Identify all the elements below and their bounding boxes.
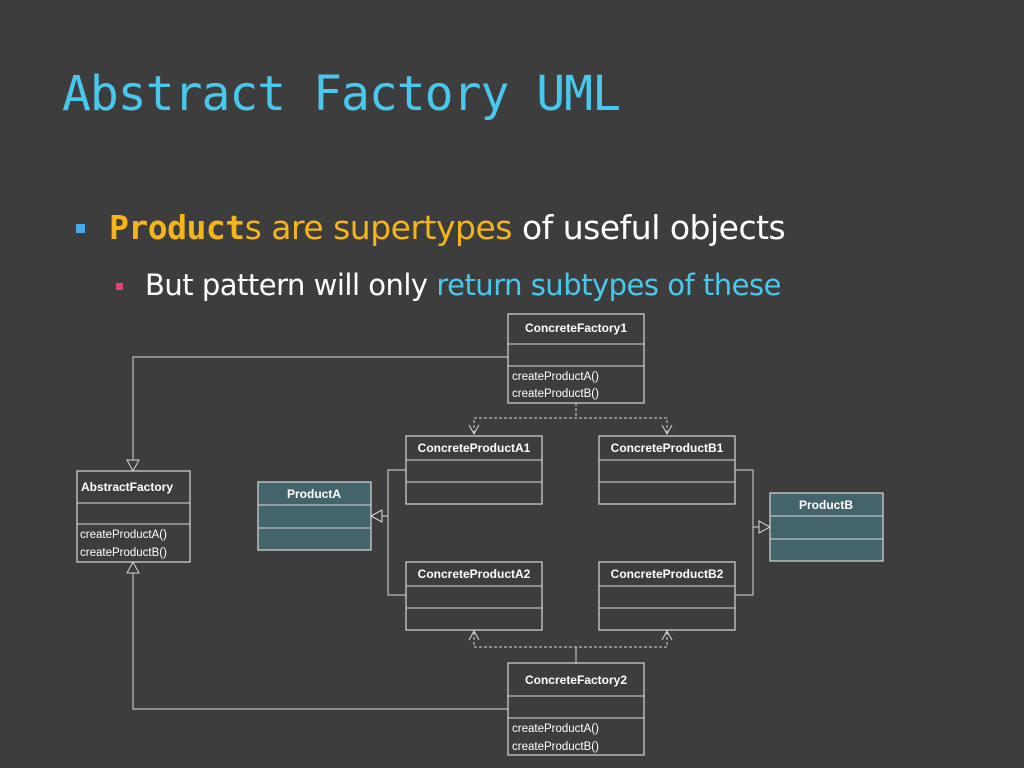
class-operation: createProductA() (80, 529, 167, 541)
cf2-to-abstract-factory-line (132, 572, 508, 710)
arrowheads (126, 424, 772, 641)
slide-title: Abstract Factory UML (62, 66, 621, 122)
class-name: AbstractFactory (81, 480, 173, 494)
class-operation: createProductB() (80, 547, 167, 559)
bullet-marker (76, 224, 85, 233)
class-productb[interactable]: ProductB (769, 492, 884, 562)
class-abstract-factory[interactable]: AbstractFactory createProductA() createP… (76, 470, 191, 563)
class-concrete-product-a1[interactable]: ConcreteProductA1 (405, 435, 543, 505)
bullet-text: Products are supertypes of useful object… (109, 208, 786, 247)
class-concrete-factory2[interactable]: ConcreteFactory2 createProductA() create… (507, 662, 645, 756)
class-concrete-product-b2[interactable]: ConcreteProductB2 (598, 561, 736, 631)
class-name: ConcreteFactory2 (525, 673, 627, 687)
cpa1-to-producta-line (387, 469, 406, 596)
class-operation: createProductA() (512, 371, 599, 383)
cf1-dependency-branch (473, 417, 668, 433)
productb-arrow-icon (758, 520, 772, 534)
producta-arrow-icon (369, 509, 383, 523)
class-operation: createProductA() (512, 723, 599, 735)
class-operation: createProductB() (512, 741, 599, 753)
cpb1-dependency-arrow-icon (661, 424, 673, 436)
cf2-dependency-branch (473, 632, 668, 648)
class-concrete-product-b1[interactable]: ConcreteProductB1 (598, 435, 736, 505)
class-name: ConcreteProductA1 (418, 441, 531, 455)
class-name: ProductB (799, 498, 853, 512)
abstract-factory-top-arrow-icon (126, 459, 140, 473)
sub-bullet-marker (116, 283, 123, 290)
class-producta[interactable]: ProductA (257, 481, 372, 551)
class-name: ConcreteFactory1 (525, 321, 627, 335)
class-name: ConcreteProductB2 (611, 567, 724, 581)
sub-bullet-text: But pattern will only return subtypes of… (145, 268, 781, 302)
class-concrete-product-a2[interactable]: ConcreteProductA2 (405, 561, 543, 631)
connectors (132, 356, 760, 710)
class-name: ConcreteProductB1 (611, 441, 724, 455)
cpb1-to-productb-line (735, 469, 754, 596)
bullet-rest: of useful objects (511, 208, 786, 247)
class-name: ConcreteProductA2 (418, 567, 531, 581)
cpa1-dependency-arrow-icon (468, 424, 480, 436)
subtypes-highlight: return subtypes of these (436, 268, 781, 302)
class-operation: createProductB() (512, 388, 599, 400)
products-code: Product (109, 208, 245, 247)
abstract-factory-bottom-arrow-icon (126, 560, 140, 574)
cf1-to-abstract-factory-line (132, 356, 508, 461)
class-concrete-factory1[interactable]: ConcreteFactory1 createProductA() create… (507, 313, 645, 404)
cpa2-dependency-arrow-icon (468, 629, 480, 641)
supertypes-highlight: s are supertypes (244, 208, 513, 247)
sub-bullet-plain: But pattern will only (145, 268, 437, 302)
cpb2-dependency-arrow-icon (661, 629, 673, 641)
class-name: ProductA (287, 487, 341, 501)
